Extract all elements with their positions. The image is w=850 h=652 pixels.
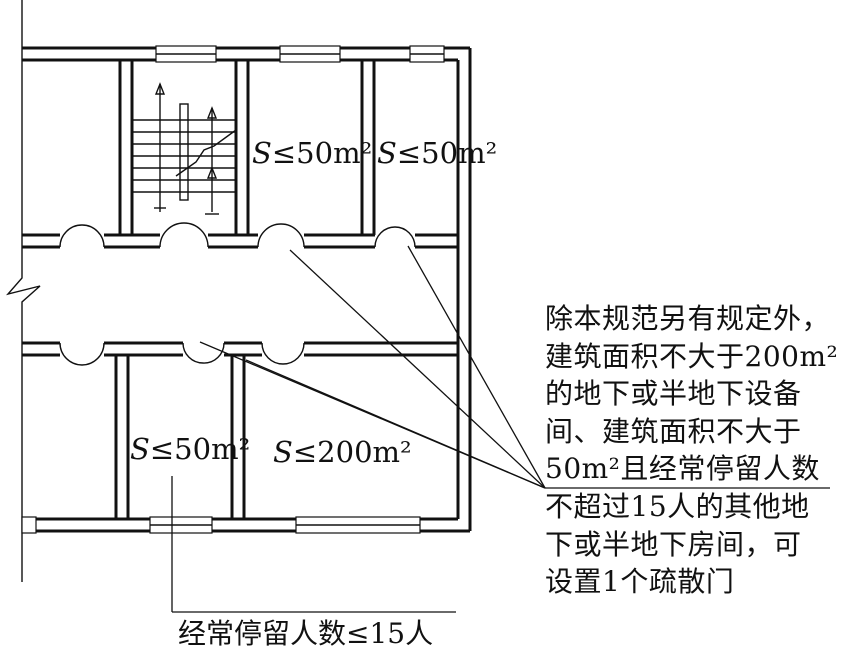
callout-line: 的地下或半地下设备 bbox=[545, 377, 802, 411]
room-label-top-2: S≤50m² bbox=[377, 136, 497, 170]
room-label-bottom-1: S≤50m² bbox=[130, 432, 250, 466]
callout-line: 除本规范另有规定外， bbox=[545, 302, 831, 335]
windows bbox=[21, 45, 445, 534]
callout-line: 间、建筑面积不大于 bbox=[545, 414, 802, 448]
room-label-bottom-2: S≤200m² bbox=[273, 435, 412, 469]
callout-line: 不超过15人的其他地 bbox=[545, 489, 810, 523]
outer-walls bbox=[22, 46, 472, 533]
corridor-walls bbox=[22, 233, 458, 357]
partition-walls-bottom bbox=[114, 355, 246, 519]
callout-leader-lines bbox=[199, 245, 830, 489]
callout-line: 下或半地下房间，可 bbox=[545, 527, 802, 561]
partition-walls-top bbox=[118, 60, 376, 235]
callout-line: 设置1个疏散门 bbox=[545, 565, 735, 599]
doors bbox=[59, 222, 416, 366]
staircase bbox=[132, 82, 237, 215]
room-label-top-1: S≤50m² bbox=[252, 136, 372, 170]
occupancy-leader bbox=[171, 476, 456, 613]
callout-note: 除本规范另有规定外， 建筑面积不大于200m² 的地下或半地下设备 间、建筑面积… bbox=[545, 300, 845, 601]
callout-line: 建筑面积不大于200m² bbox=[545, 339, 839, 373]
occupancy-note: 经常停留人数≤15人 bbox=[178, 617, 434, 650]
callout-line: 50m²且经常停留人数 bbox=[545, 452, 820, 486]
cut-edge-line bbox=[6, 0, 41, 582]
